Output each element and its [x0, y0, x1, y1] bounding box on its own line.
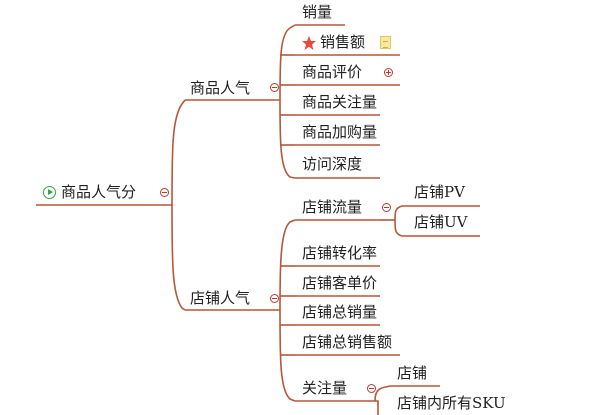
note-icon[interactable] [380, 36, 391, 49]
node-follow-store[interactable]: 店铺 [397, 364, 428, 382]
node-visit-depth[interactable]: 访问深度 [302, 155, 363, 173]
expand-toggle-reviews[interactable] [384, 68, 393, 77]
node-sales-amount[interactable]: 销售额 [320, 33, 366, 51]
node-follow-count[interactable]: 关注量 [302, 379, 348, 397]
node-store-pv[interactable]: 店铺PV [414, 183, 465, 201]
play-icon[interactable] [43, 186, 56, 199]
branch-product-popularity[interactable]: 商品人气 [190, 79, 251, 97]
node-store-total-revenue[interactable]: 店铺总销售额 [302, 333, 393, 351]
collapse-toggle-product[interactable] [270, 83, 279, 92]
node-store-traffic[interactable]: 店铺流量 [302, 198, 363, 216]
collapse-toggle-root[interactable] [160, 188, 169, 197]
collapse-toggle-store[interactable] [270, 294, 279, 303]
node-store-total-sales[interactable]: 店铺总销量 [302, 303, 378, 321]
collapse-toggle-follow[interactable] [367, 384, 376, 393]
node-store-uv[interactable]: 店铺UV [414, 213, 468, 231]
node-store-avg-order[interactable]: 店铺客单价 [302, 274, 378, 292]
node-store-conversion[interactable]: 店铺转化率 [302, 244, 378, 262]
node-follow-all-sku[interactable]: 店铺内所有SKU [397, 394, 506, 412]
star-icon [302, 36, 316, 50]
node-product-follows[interactable]: 商品关注量 [302, 93, 378, 111]
root-node[interactable]: 商品人气分 [61, 183, 137, 201]
node-sales-volume[interactable]: 销量 [302, 3, 333, 21]
node-product-reviews[interactable]: 商品评价 [302, 63, 363, 81]
collapse-toggle-traffic[interactable] [382, 203, 391, 212]
branch-store-popularity[interactable]: 店铺人气 [190, 289, 251, 307]
node-product-add-to-cart[interactable]: 商品加购量 [302, 123, 378, 141]
